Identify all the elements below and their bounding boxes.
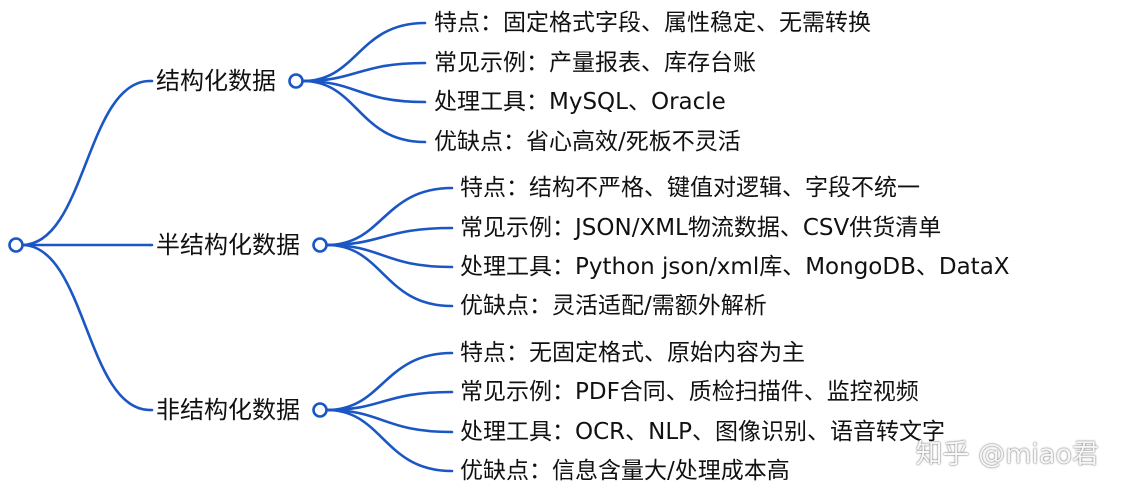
leaf-unstructured-tools: 处理工具：OCR、NLP、图像识别、语音转文字 [460, 419, 946, 445]
root-connector-0 [20, 79, 152, 247]
leaf-connector-1-0 [325, 186, 454, 247]
leaf-connector-2-1 [325, 390, 454, 412]
leaf-connector-0-1 [301, 61, 427, 83]
branch-node-0 [288, 73, 304, 89]
leaf-semi-features: 特点：结构不严格、键值对逻辑、字段不统一 [460, 175, 920, 201]
leaf-connector-2-0 [325, 351, 454, 412]
leaf-structured-examples: 常见示例：产量报表、库存台账 [434, 50, 756, 76]
leaf-structured-pros-cons: 优缺点：省心高效/死板不灵活 [434, 129, 741, 155]
leaf-connector-1-2 [325, 243, 454, 269]
leaf-connector-1-1 [325, 226, 454, 247]
leaf-connector-0-0 [301, 21, 427, 83]
root-node [8, 237, 24, 253]
branch-node-1 [312, 237, 328, 253]
branch-label-semi-structured: 半结构化数据 [156, 231, 300, 259]
leaf-semi-tools: 处理工具：Python json/xml库、MongoDB、DataX [460, 254, 1010, 280]
leaf-connector-2-2 [325, 408, 454, 434]
branch-node-2 [312, 402, 328, 418]
leaf-connector-1-3 [325, 243, 454, 308]
root-connector-2 [20, 243, 152, 412]
watermark: 知乎 @miao君 [915, 439, 1099, 470]
leaf-connector-2-3 [325, 408, 454, 473]
branch-label-unstructured: 非结构化数据 [156, 396, 300, 424]
branch-label-structured: 结构化数据 [156, 67, 276, 95]
leaf-structured-features: 特点：固定格式字段、属性稳定、无需转换 [434, 10, 871, 36]
leaf-semi-pros-cons: 优缺点：灵活适配/需额外解析 [460, 293, 767, 319]
leaf-unstructured-pros-cons: 优缺点：信息含量大/处理成本高 [460, 458, 790, 484]
leaf-unstructured-features: 特点：无固定格式、原始内容为主 [460, 340, 805, 366]
leaf-unstructured-examples: 常见示例：PDF合同、质检扫描件、监控视频 [460, 379, 919, 405]
leaf-semi-examples: 常见示例：JSON/XML物流数据、CSV供货清单 [460, 215, 942, 241]
leaf-structured-tools: 处理工具：MySQL、Oracle [434, 89, 726, 115]
leaf-connector-0-3 [301, 79, 427, 144]
